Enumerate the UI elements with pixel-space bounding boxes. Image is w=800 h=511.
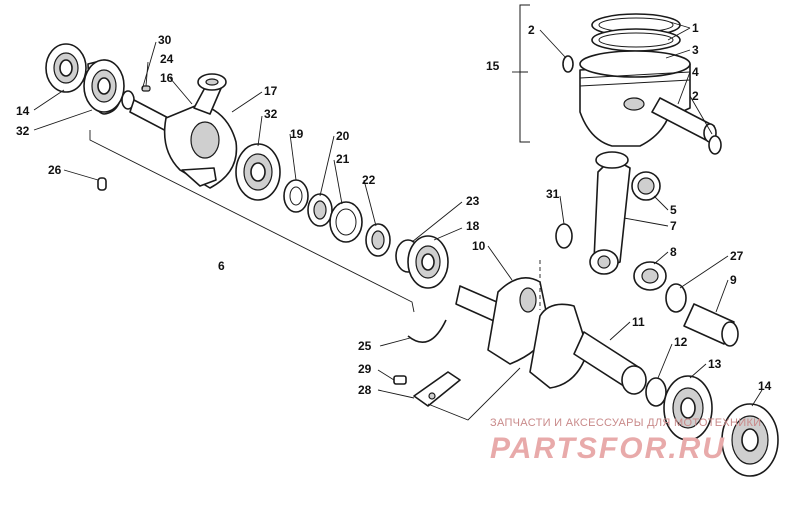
seal-22 xyxy=(365,223,391,257)
callout-6: 6 xyxy=(218,259,225,273)
needle-bearing-8 xyxy=(633,261,667,291)
callout-16: 16 xyxy=(160,71,174,85)
piston xyxy=(579,50,691,147)
callout-4: 4 xyxy=(692,65,699,79)
watermark-brand: PARTSFOR.RU xyxy=(490,432,726,465)
left-main-bearing xyxy=(83,59,125,115)
callout-25: 25 xyxy=(358,339,372,353)
callout-2-top: 2 xyxy=(528,23,535,37)
watermark: ЗАПЧАСТИ И АКСЕССУАРЫ ДЛЯ МОТОТЕХНИКИ PA… xyxy=(490,417,761,465)
upper-con-rod xyxy=(193,73,227,115)
callout-32-left: 32 xyxy=(16,124,30,138)
callout-18: 18 xyxy=(466,219,480,233)
piston-rings xyxy=(591,13,681,52)
washer-27 xyxy=(665,283,687,313)
left-crank-shaft xyxy=(129,99,238,189)
callout-30: 30 xyxy=(158,33,172,47)
callout-7: 7 xyxy=(670,219,677,233)
group-leader-6 xyxy=(89,130,415,313)
callout-27: 27 xyxy=(730,249,744,263)
callout-leaders xyxy=(33,21,763,407)
callout-22: 22 xyxy=(362,173,376,187)
callout-8: 8 xyxy=(670,245,677,259)
half-ring-25 xyxy=(407,319,447,343)
crank-counterweight xyxy=(181,167,217,187)
piston-pin xyxy=(651,97,717,143)
right-crank-shaft-11 xyxy=(529,303,647,395)
seal-19 xyxy=(283,179,309,213)
needle-bearing-5 xyxy=(631,171,661,201)
thrust-washer-31 xyxy=(555,223,573,249)
callout-5: 5 xyxy=(670,203,677,217)
crankpin-9 xyxy=(683,303,739,347)
center-bearing-32 xyxy=(235,143,281,201)
callout-1: 1 xyxy=(692,21,699,35)
callout-21: 21 xyxy=(336,152,350,166)
callout-9: 9 xyxy=(730,273,737,287)
callout-17: 17 xyxy=(264,84,278,98)
callout-15: 15 xyxy=(486,59,500,73)
callout-29: 29 xyxy=(358,362,372,376)
callout-labels: 30 24 16 17 32 14 32 19 20 21 22 26 23 1… xyxy=(16,21,772,397)
callout-14-right: 14 xyxy=(758,379,772,393)
left-oil-seal xyxy=(45,43,87,93)
callout-3: 3 xyxy=(692,43,699,57)
callout-10: 10 xyxy=(472,239,486,253)
watermark-tagline: ЗАПЧАСТИ И АКСЕССУАРЫ ДЛЯ МОТОТЕХНИКИ xyxy=(490,417,761,429)
callout-26: 26 xyxy=(48,163,62,177)
callout-31: 31 xyxy=(546,187,560,201)
screw-29 xyxy=(393,375,407,385)
callout-23: 23 xyxy=(466,194,480,208)
callout-19: 19 xyxy=(290,127,304,141)
dowel-pin xyxy=(97,177,107,191)
plate-28 xyxy=(413,371,461,407)
ring-12 xyxy=(645,377,667,407)
group-leader-28 xyxy=(427,367,521,421)
callout-2-right: 2 xyxy=(692,89,699,103)
bearing-23-18 xyxy=(395,235,449,289)
callout-12: 12 xyxy=(674,335,688,349)
callout-11: 11 xyxy=(632,315,645,329)
seal-20 xyxy=(307,193,333,227)
right-oil-seal-14 xyxy=(721,403,779,477)
seal-21 xyxy=(329,201,363,243)
callout-13: 13 xyxy=(708,357,722,371)
piston-pin-clips xyxy=(562,55,722,155)
right-main-bearing-13 xyxy=(663,375,713,441)
callout-24: 24 xyxy=(160,52,174,66)
callout-28: 28 xyxy=(358,383,372,397)
callout-20: 20 xyxy=(336,129,350,143)
lower-con-rod xyxy=(589,151,631,275)
callout-32-center: 32 xyxy=(264,107,278,121)
piston-group-bracket xyxy=(512,4,530,143)
callout-14-left: 14 xyxy=(16,104,30,118)
